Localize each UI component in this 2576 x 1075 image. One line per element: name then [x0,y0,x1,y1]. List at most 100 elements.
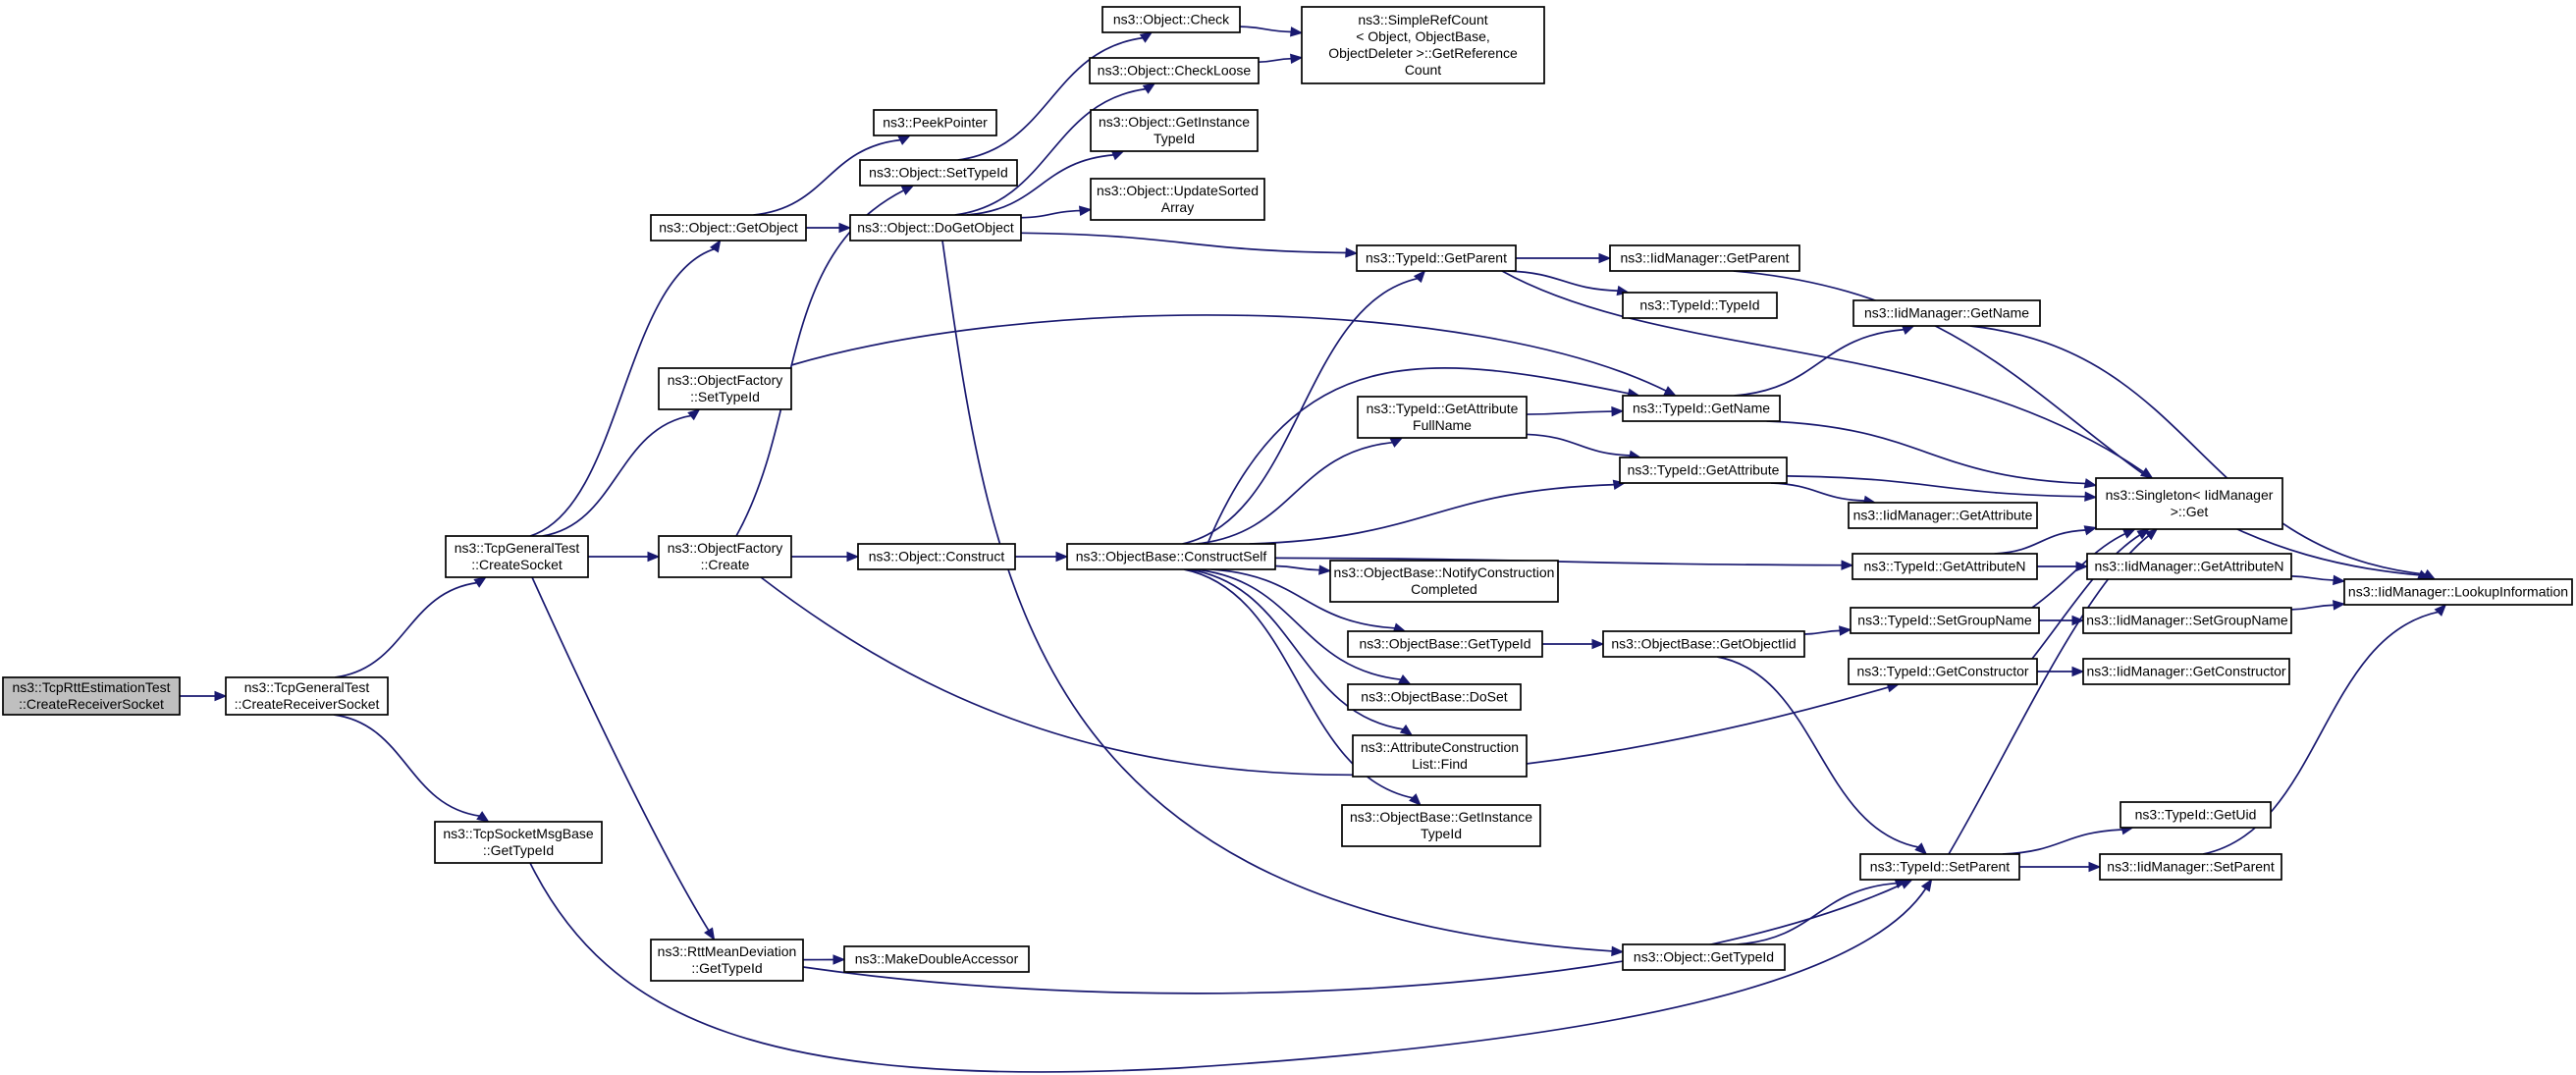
node-peekpointer[interactable]: ns3::PeekPointer [873,109,997,136]
edge-tgt_cs-to-of_settypeid [542,408,701,537]
node-tgt-cs[interactable]: ns3::TcpGeneralTest::CreateSocket [445,535,589,578]
edge-tgt_cs-to-getobject [529,239,722,537]
node-box [849,214,1022,242]
edge-line [2031,532,2126,609]
node-tid-getattrn[interactable]: ns3::TypeId::GetAttributeN [1852,553,2038,580]
edge-of_settypeid-to-tid_getname [790,314,1678,397]
node-iid-setgroup[interactable]: ns3::IidManager::SetGroupName [2082,607,2292,634]
node-label: < Object, ObjectBase, [1356,28,1490,44]
node-ob-getobjectiid[interactable]: ns3::ObjectBase::GetObjectIid [1602,630,1805,658]
node-tsmb[interactable]: ns3::TcpSocketMsgBase::GetTypeId [434,821,603,864]
node-checkloose[interactable]: ns3::Object::CheckLoose [1089,57,1260,84]
arrow-head-icon [1611,945,1625,957]
node-tid-getparent[interactable]: ns3::TypeId::GetParent [1356,244,1517,272]
node-iid-getparent[interactable]: ns3::IidManager::GetParent [1609,244,1800,272]
node-label: ns3::SimpleRefCount [1358,12,1487,27]
node-of-create[interactable]: ns3::ObjectFactory::Create [658,535,792,578]
node-box [1848,502,2038,529]
node-tid-getctor[interactable]: ns3::TypeId::GetConstructor [1848,658,2038,685]
edge-line [1786,474,2087,498]
node-box [1066,543,1276,570]
edge-line [1948,534,2150,855]
node-simplerefcount[interactable]: ns3::SimpleRefCount< Object, ObjectBase,… [1301,6,1545,84]
node-box [2086,553,2292,580]
node-tid-setparent[interactable]: ns3::TypeId::SetParent [1859,853,2020,881]
node-box [1347,683,1522,711]
edge-tid_getparent-to-singleton [1501,270,2154,479]
node-box [1301,6,1545,84]
edge-line [2031,533,2141,660]
node-tid-getname[interactable]: ns3::TypeId::GetName [1622,395,1781,422]
node-tid-typeid[interactable]: ns3::TypeId::TypeId [1622,292,1778,319]
edge-line [1210,568,1396,629]
node-label: ::Create [701,557,750,572]
node-obj-settypeid[interactable]: ns3::Object::SetTypeId [859,159,1018,187]
node-constructself[interactable]: ns3::ObjectBase::ConstructSelf [1066,543,1276,570]
edge-iid_getattrn-to-iid_lookup [2290,574,2346,586]
node-tid-getuid[interactable]: ns3::TypeId::GetUid [2120,801,2272,829]
edge-constructself-to-tid_getattr [1250,479,1627,545]
node-tid-setgroup[interactable]: ns3::TypeId::SetGroupName [1850,607,2040,634]
edge-tgt_cs-to-of_create [588,551,661,563]
node-ob-notify[interactable]: ns3::ObjectBase::NotifyConstructionCompl… [1329,560,1559,603]
node-singleton[interactable]: ns3::Singleton< IidManager >::Get [2095,477,2283,530]
node-makedouble[interactable]: ns3::MakeDoubleAccessor [843,945,1030,973]
node-box [1329,560,1559,603]
arrow-head-icon [1901,325,1915,336]
node-construct[interactable]: ns3::Object::Construct [857,543,1016,570]
node-iid-lookup[interactable]: ns3::IidManager::LookupInformation [2343,578,2573,606]
node-label: List::Find [1412,756,1468,772]
node-iid-getname[interactable]: ns3::IidManager::GetName [1852,299,2041,327]
edge-line [1734,328,1905,397]
node-label: ns3::ObjectFactory [668,540,783,556]
node-check[interactable]: ns3::Object::Check [1101,6,1241,33]
node-rtt[interactable]: ns3::RttMeanDeviation::GetTypeId [650,939,804,982]
node-tid-getattr[interactable]: ns3::TypeId::GetAttribute [1619,457,1788,484]
edge-ob_gettypeid-to-ob_getobjectiid [1542,638,1605,650]
edge-line [1274,557,1844,566]
edge-line [333,714,481,818]
node-box [1101,6,1241,33]
edge-tid_getname-to-iid_getname [1734,325,1915,397]
node-iid-getctor[interactable]: ns3::IidManager::GetConstructor [2082,658,2290,685]
node-obj-gettypeid[interactable]: ns3::Object::GetTypeId [1622,943,1786,971]
node-box [650,939,804,982]
node-label: ns3::ObjectBase::ConstructSelf [1076,549,1267,564]
edge-line [1717,656,1920,848]
node-iid-setparent[interactable]: ns3::IidManager::SetParent [2099,853,2282,881]
edge-line [1737,882,1898,945]
node-iid-getattr[interactable]: ns3::IidManager::GetAttribute [1848,502,2038,529]
node-iid-getattrn[interactable]: ns3::IidManager::GetAttributeN [2086,553,2292,580]
node-box [650,214,807,242]
node-box [445,535,589,578]
edge-construct-to-constructself [1015,551,1069,563]
edge-line [941,240,1614,952]
node-box [1848,658,2038,685]
node-ob-doset[interactable]: ns3::ObjectBase::DoSet [1347,683,1522,711]
node-label: Count [1405,62,1441,78]
edge-line [1196,441,1394,545]
node-label: ns3::TypeId::SetGroupName [1857,613,2032,628]
edge-constructself-to-ob_getinst [1183,568,1422,806]
arrow-head-icon [1611,405,1625,417]
node-of-settypeid[interactable]: ns3::ObjectFactory::SetTypeId [658,367,792,410]
node-ob-gettypeid[interactable]: ns3::ObjectBase::GetTypeId [1347,630,1543,658]
edge-line [1526,433,1632,457]
node-box [1089,57,1260,84]
node-box [1341,804,1541,847]
node-label: ::CreateSocket [471,557,563,572]
edge-line [753,138,902,216]
node-box [1622,292,1778,319]
node-dogetobject[interactable]: ns3::Object::DoGetObject [849,214,1022,242]
node-label: ns3::IidManager::GetParent [1621,250,1790,266]
node-box [1622,943,1786,971]
node-tgt-crs[interactable]: ns3::TcpGeneralTest::CreateReceiverSocke… [225,676,389,716]
arrow-head-icon [214,690,228,702]
node-getobject[interactable]: ns3::Object::GetObject [650,214,807,242]
